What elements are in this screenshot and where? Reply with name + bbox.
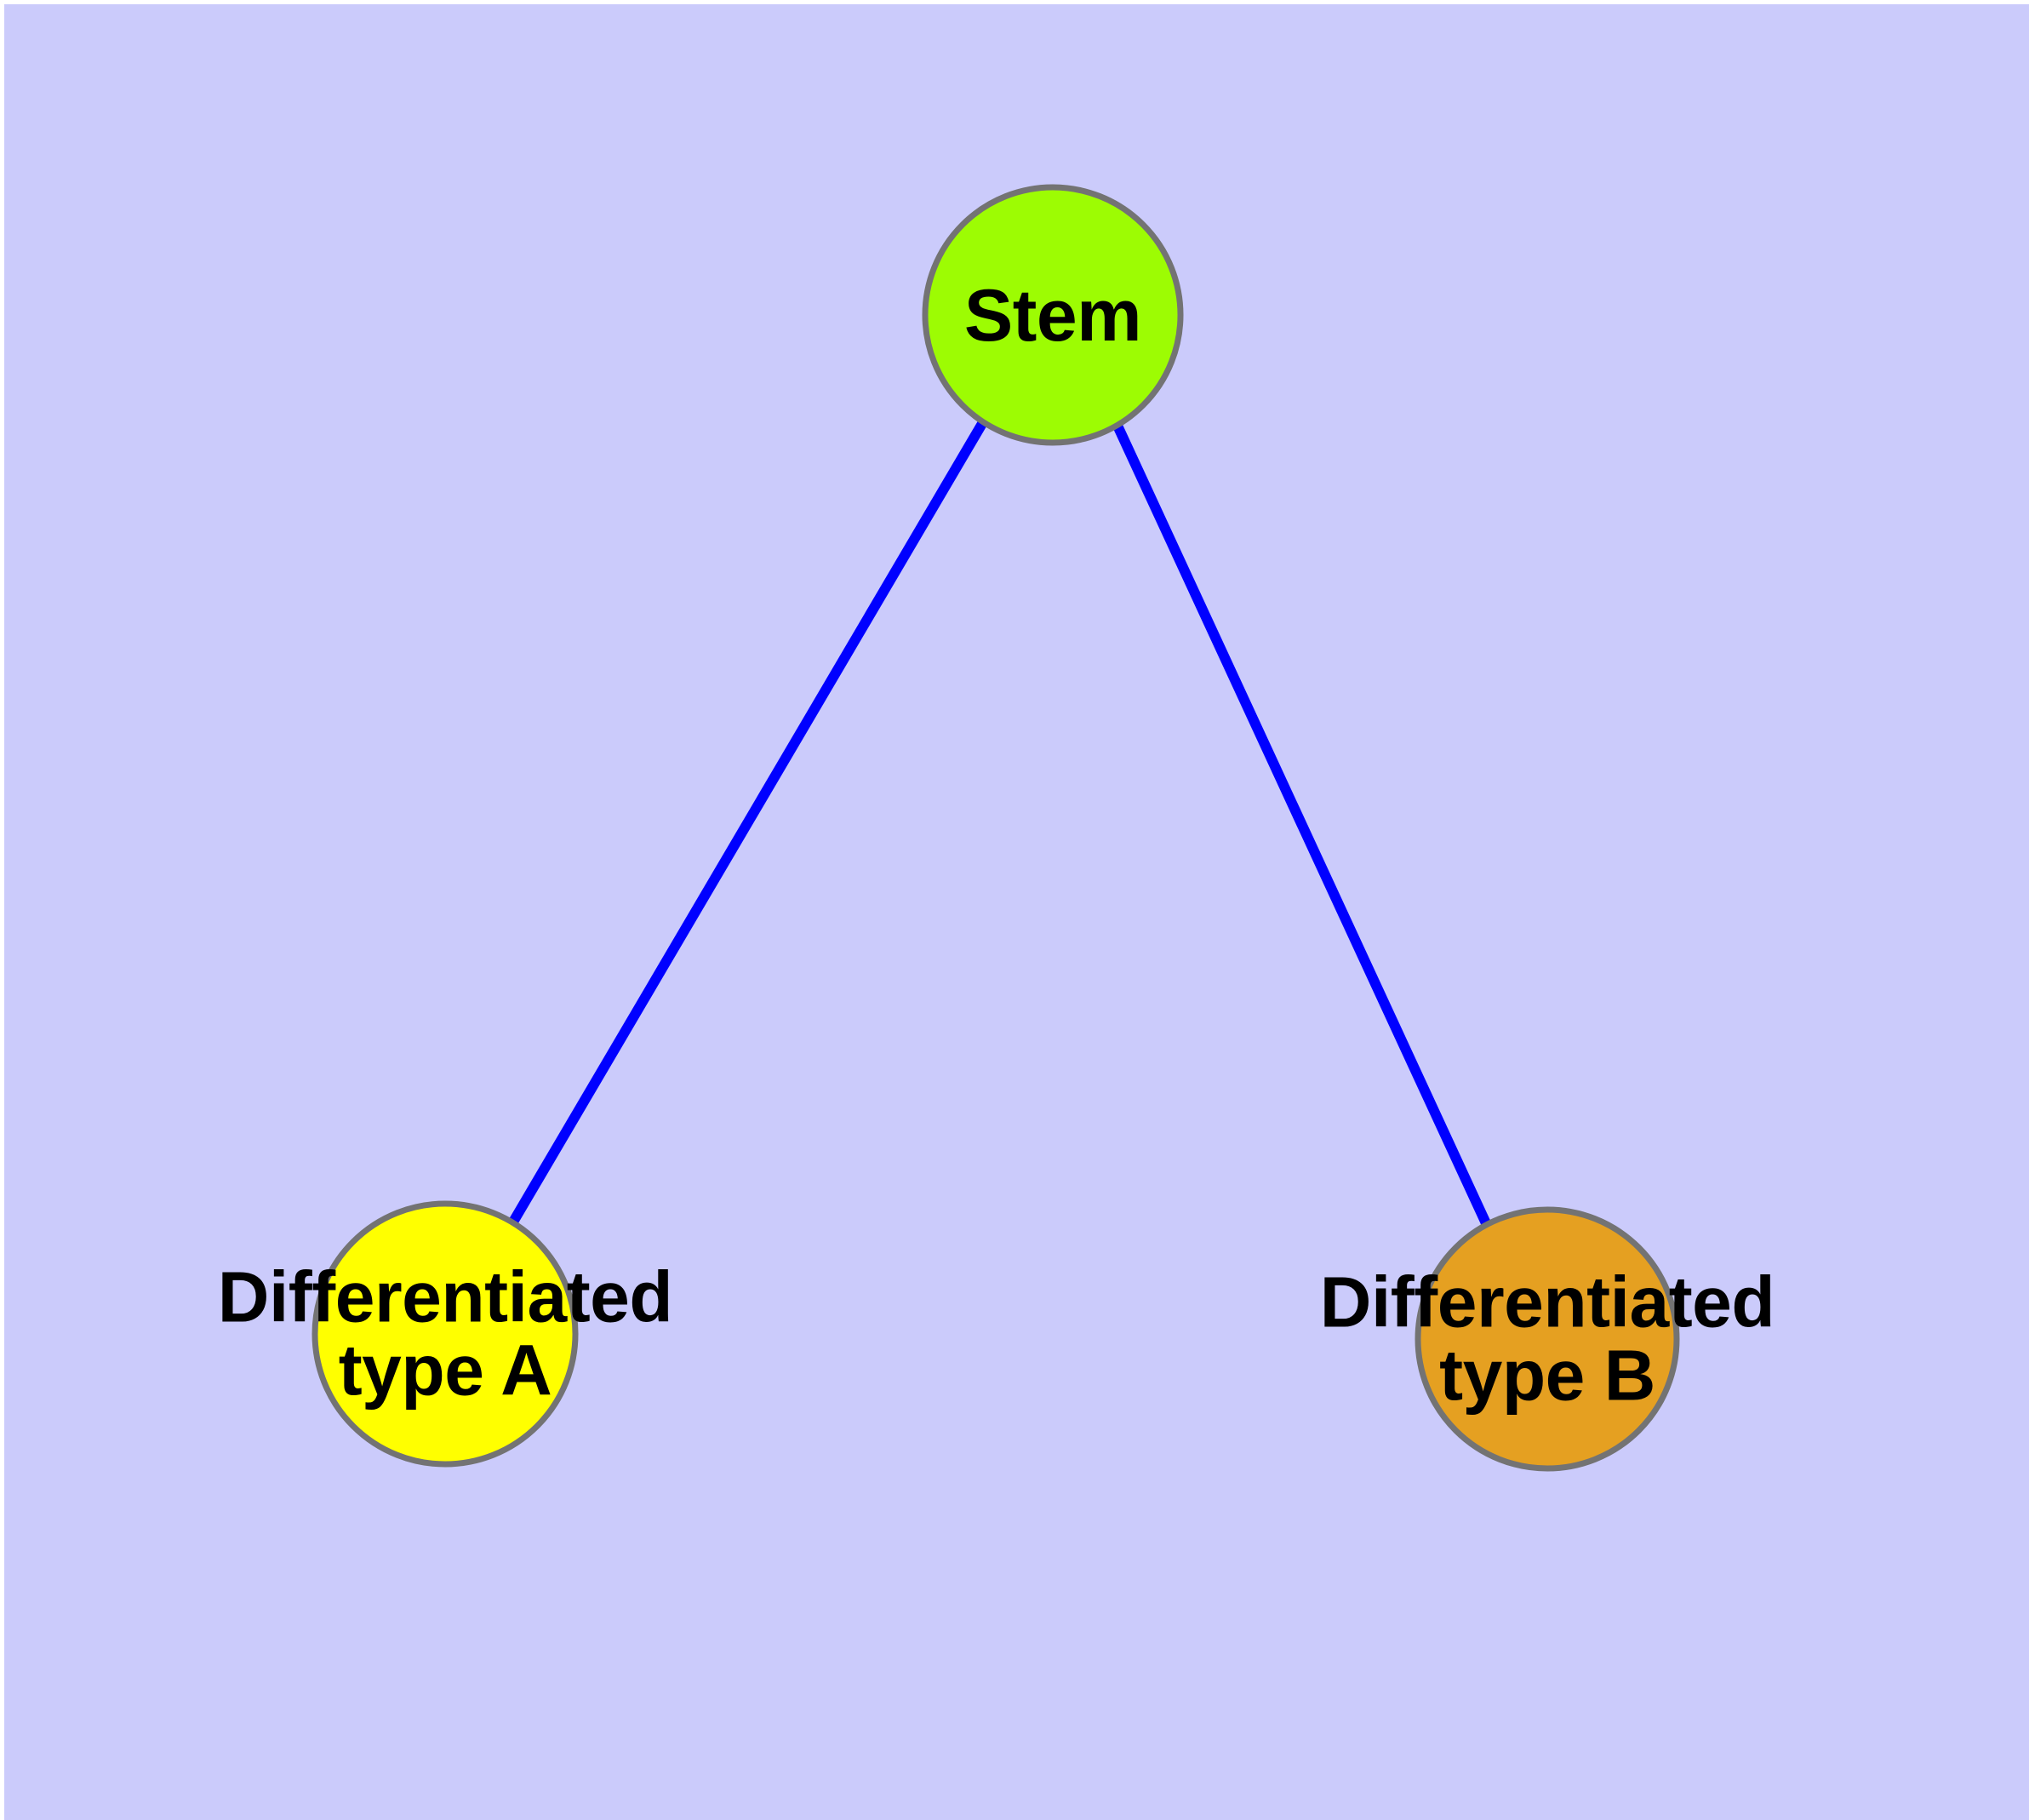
edge-stem-to-differentiated-type-b xyxy=(1112,423,1491,1226)
node-differentiated-type-a[interactable] xyxy=(311,1200,579,1468)
edge-stem-to-differentiated-type-a xyxy=(507,419,988,1227)
edge-layer xyxy=(507,419,1491,1227)
node-stem[interactable] xyxy=(922,184,1184,446)
node-differentiated-type-b[interactable] xyxy=(1415,1206,1680,1472)
node-layer xyxy=(311,184,1680,1472)
